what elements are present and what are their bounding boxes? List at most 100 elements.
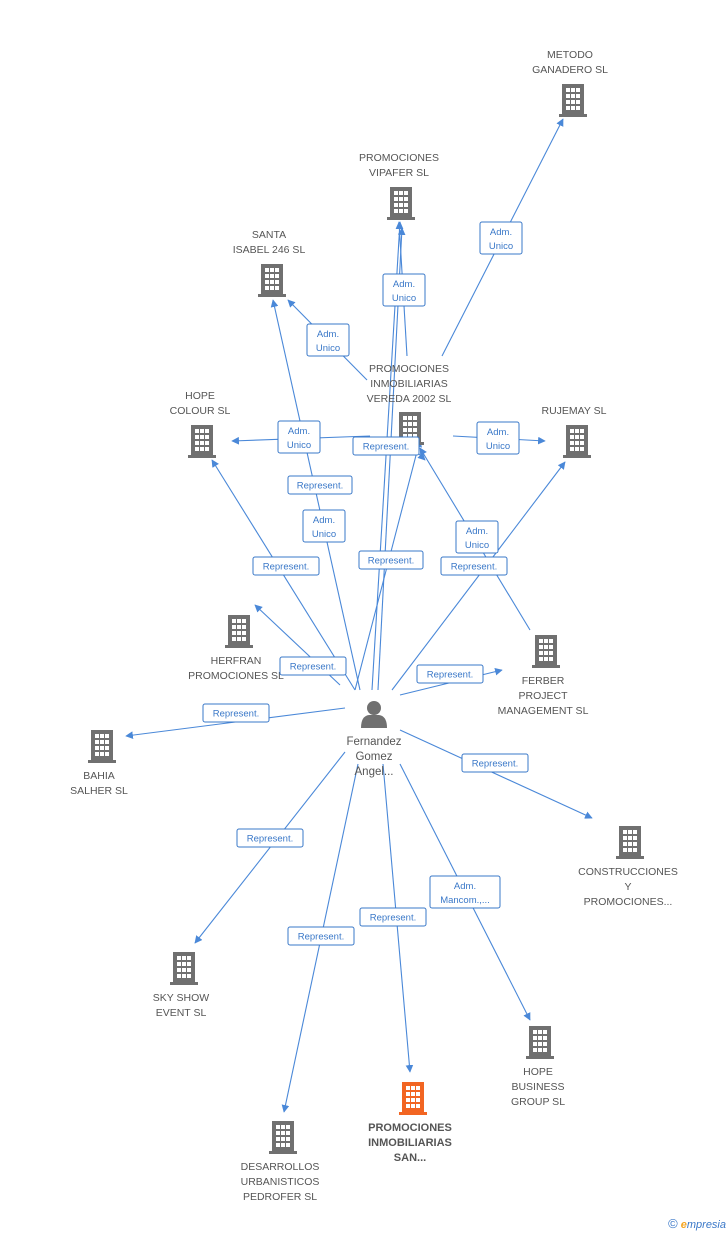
edge-label-text: Represent. [298,932,344,943]
edge-label-hope_colour_adm: Adm.Unico [277,420,321,454]
edge-label-adm_ferber_vereda: Adm.Unico [455,520,499,554]
building-icon [387,187,415,220]
edge-line [391,461,566,691]
building-icon [88,730,116,763]
edge-line [270,299,361,691]
company-label-sky-line-1: SKY SHOW [153,992,209,1004]
building-icon [526,1026,554,1059]
footer-brand: © empresia [668,1216,726,1231]
company-node-rujemay[interactable]: RUJEMAY SL [542,405,607,458]
edge-label-text: Unico [392,293,416,304]
edge-label-rep_desarrollos: Represent. [287,926,355,946]
edge-label-text: Unico [489,241,513,252]
edge-label-text: Unico [312,529,336,540]
company-label-hope_business-line-3: GROUP SL [511,1096,565,1108]
company-label-bahia-line-1: BAHIA [83,770,115,782]
edge-label-rep_ferber: Represent. [416,664,484,684]
company-label-metodo-line-2: GANADERO SL [532,64,608,76]
edge-label-text: Represent. [290,662,336,673]
building-icon [563,425,591,458]
company-label-sky-line-2: EVENT SL [156,1007,207,1019]
company-label-vereda-line-1: PROMOCIONES [369,363,449,375]
edge-label-rep_rujemay: Represent. [440,556,508,576]
edge-label-metodo: Adm. Unico [479,221,523,255]
company-label-construcciones-line-2: Y [624,881,631,893]
edge-label-rep_herfran: Represent. [279,656,347,676]
company-label-san-line-1: PROMOCIONES [368,1122,452,1134]
edge-label-text: Unico [287,440,311,451]
company-label-vereda-line-3: VEREDA 2002 SL [367,393,452,405]
person-icon [361,701,387,728]
edge-label-rep_bahia: Represent. [202,703,270,723]
company-label-herfran-line-2: PROMOCIONES SL [188,670,284,682]
company-label-ferber-line-3: MANAGEMENT SL [498,705,589,717]
edge-label-vipafer: Adm.Unico [382,273,426,307]
edge-label-text: Represent. [247,834,293,845]
company-label-hope_business-line-2: BUSINESS [511,1081,564,1093]
edge-label-text: Unico [486,441,510,452]
company-node-hope_colour[interactable]: HOPE COLOUR SL [170,390,231,458]
person-name-line-1: Fernandez [347,736,402,748]
edge-label-text: Adm. [490,227,512,238]
building-icon [399,1082,427,1115]
company-node-san[interactable]: PROMOCIONESINMOBILIARIASSAN... [368,1082,452,1164]
building-icon [532,635,560,668]
edge-label-text: Represent. [263,562,309,573]
edge-label-text: Adm. [313,515,335,526]
company-node-vereda[interactable]: PROMOCIONES INMOBILIARIAS VEREDA 2002 SL [367,363,452,445]
edge-label-text: Represent. [297,481,343,492]
company-label-desarrollos-line-2: URBANISTICOS [241,1176,320,1188]
edge-label-text: Adm. [317,329,339,340]
edge-label-text: Represent. [472,759,518,770]
edge-label-rep_san: Represent. [359,907,427,927]
brand-logo-text: mpresia [686,1219,726,1231]
edge-label-rep_mid1: Represent. [287,475,353,495]
edge-label-text: Adm. [487,427,509,438]
edge-label-text: Represent. [451,562,497,573]
company-label-metodo-line-1: METODO [547,49,593,61]
edge-label-text: Mancom.,... [440,895,490,906]
company-node-sky[interactable]: SKY SHOW EVENT SL [153,952,209,1019]
edge-label-adm_hope_business: Adm.Mancom.,... [429,875,501,909]
company-label-santa-line-2: ISABEL 246 SL [233,244,306,256]
company-label-san-line-2: INMOBILIARIAS [368,1137,452,1149]
company-label-hope_business-line-1: HOPE [523,1066,553,1078]
building-icon [616,826,644,859]
edge-label-rep_vipafer: Represent. [358,550,424,570]
company-label-rujemay-line-1: RUJEMAY SL [542,405,607,417]
company-label-vereda-line-2: INMOBILIARIAS [370,378,448,390]
company-label-hope_colour-line-1: HOPE [185,390,215,402]
person-name-line-2: Gomez [355,751,392,763]
company-label-vipafer-line-2: VIPAFER SL [369,167,429,179]
company-node-vipafer[interactable]: PROMOCIONES VIPAFER SL [359,152,439,220]
person-name-line-3: Angel... [355,766,394,778]
person-node[interactable]: Fernandez Gomez Angel... [347,701,402,778]
company-node-metodo[interactable]: METODO GANADERO SL [532,49,608,117]
company-node-hope_business[interactable]: HOPE BUSINESS GROUP SL [511,1026,565,1108]
company-node-herfran[interactable]: HERFRAN PROMOCIONES SL [188,615,284,682]
edge-label-text: Represent. [213,709,259,720]
company-label-herfran-line-1: HERFRAN [211,655,262,667]
building-icon [258,264,286,297]
building-icon [170,952,198,985]
edge-label-rep_hope_colour: Represent. [252,556,320,576]
company-label-hope_colour-line-2: COLOUR SL [170,405,231,417]
edge-label-rep_construcciones: Represent. [461,753,529,773]
building-icon [188,425,216,458]
edge-label-text: Unico [465,540,489,551]
edge-label-santa: Adm.Unico [306,323,350,357]
company-label-vipafer-line-1: PROMOCIONES [359,152,439,164]
brand-logo-e: e [680,1219,687,1231]
edge-label-rep_sky: Represent. [236,828,304,848]
edge-line [399,729,593,819]
company-label-construcciones-line-3: PROMOCIONES... [584,896,673,908]
edge-label-text: Represent. [363,442,409,453]
company-label-construcciones-line-1: CONSTRUCCIONES [578,866,678,878]
company-node-construcciones[interactable]: CONSTRUCCIONES Y PROMOCIONES... [578,826,678,908]
edges-layer [125,118,593,1113]
